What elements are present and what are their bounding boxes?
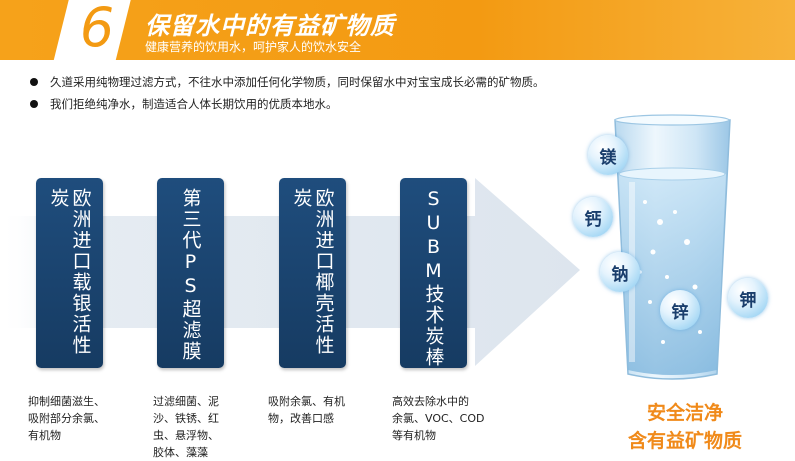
- desc-line: 物，改善口感: [268, 412, 334, 425]
- desc-line: 胶体、藻藻: [153, 446, 208, 459]
- mineral-bubble-calcium: 钙: [573, 197, 613, 237]
- desc-line: 吸附余氯、有机: [268, 395, 345, 408]
- section-number: 6: [79, 0, 115, 59]
- mineral-label: 钾: [739, 290, 757, 311]
- stage-description-4: 高效去除水中的 余氯、VOC、COD 等有机物: [392, 393, 484, 444]
- mineral-bubble-potassium: 钾: [728, 278, 768, 318]
- stage-label: 欧洲进口载银活性炭: [47, 188, 92, 356]
- slogan-line-1: 安全洁净: [646, 402, 723, 424]
- stage-label: SUBM技术炭棒: [422, 188, 445, 368]
- stage-card-2: 第三代PS超滤膜: [157, 178, 224, 368]
- stage-label: 欧洲进口椰壳活性炭: [290, 188, 335, 356]
- mineral-label: 镁: [599, 147, 617, 168]
- desc-line: 有机物: [28, 429, 61, 442]
- bullet-dot-icon: [30, 100, 38, 108]
- page-subtitle: 健康营养的饮用水，呵护家人的饮水安全: [145, 40, 362, 54]
- mineral-label: 锌: [671, 302, 689, 323]
- desc-line: 等有机物: [392, 429, 436, 442]
- bullet-dot-icon: [30, 78, 38, 86]
- header-banner: 6 保留水中的有益矿物质 健康营养的饮用水，呵护家人的饮水安全: [0, 0, 795, 60]
- stage-label: 第三代PS超滤膜: [179, 188, 202, 362]
- bullet-text: 我们拒绝纯净水，制造适合人体长期饮用的优质本地水。: [50, 97, 338, 111]
- mineral-label: 钠: [611, 264, 629, 285]
- desc-line: 沙、铁锈、红: [153, 412, 219, 425]
- stage-card-4: SUBM技术炭棒: [400, 178, 467, 368]
- bullet-item: 久道采用纯物理过滤方式，不往水中添加任何化学物质，同时保留水中对宝宝成长必需的矿…: [30, 71, 545, 93]
- stage-description-2: 过滤细菌、泥 沙、铁锈、红 虫、悬浮物、 胶体、藻藻: [153, 393, 219, 461]
- desc-line: 过滤细菌、泥: [153, 395, 219, 408]
- slogan-line-2: 含有益矿物质: [627, 430, 742, 452]
- mineral-bubble-zinc: 锌: [660, 290, 700, 330]
- bullet-list: 久道采用纯物理过滤方式，不往水中添加任何化学物质，同时保留水中对宝宝成长必需的矿…: [30, 71, 545, 115]
- stage-description-1: 抑制细菌滋生、 吸附部分余氯、 有机物: [28, 393, 105, 444]
- stage-card-1: 欧洲进口载银活性炭: [36, 178, 103, 368]
- mineral-bubble-magnesium: 镁: [588, 135, 628, 175]
- desc-line: 虫、悬浮物、: [153, 429, 219, 442]
- mineral-label: 钙: [584, 209, 602, 230]
- stage-description-3: 吸附余氯、有机 物，改善口感: [268, 393, 345, 427]
- desc-line: 余氯、VOC、COD: [392, 412, 485, 425]
- desc-line: 高效去除水中的: [392, 395, 469, 408]
- bullet-text: 久道采用纯物理过滤方式，不往水中添加任何化学物质，同时保留水中对宝宝成长必需的矿…: [50, 75, 545, 89]
- water-glass-icon: [614, 114, 731, 380]
- mineral-bubble-sodium: 钠: [600, 252, 640, 292]
- stage-card-3: 欧洲进口椰壳活性炭: [279, 178, 346, 368]
- bullet-item: 我们拒绝纯净水，制造适合人体长期饮用的优质本地水。: [30, 93, 545, 115]
- desc-line: 吸附部分余氯、: [28, 412, 105, 425]
- desc-line: 抑制细菌滋生、: [28, 395, 105, 408]
- page-title: 保留水中的有益矿物质: [145, 12, 395, 40]
